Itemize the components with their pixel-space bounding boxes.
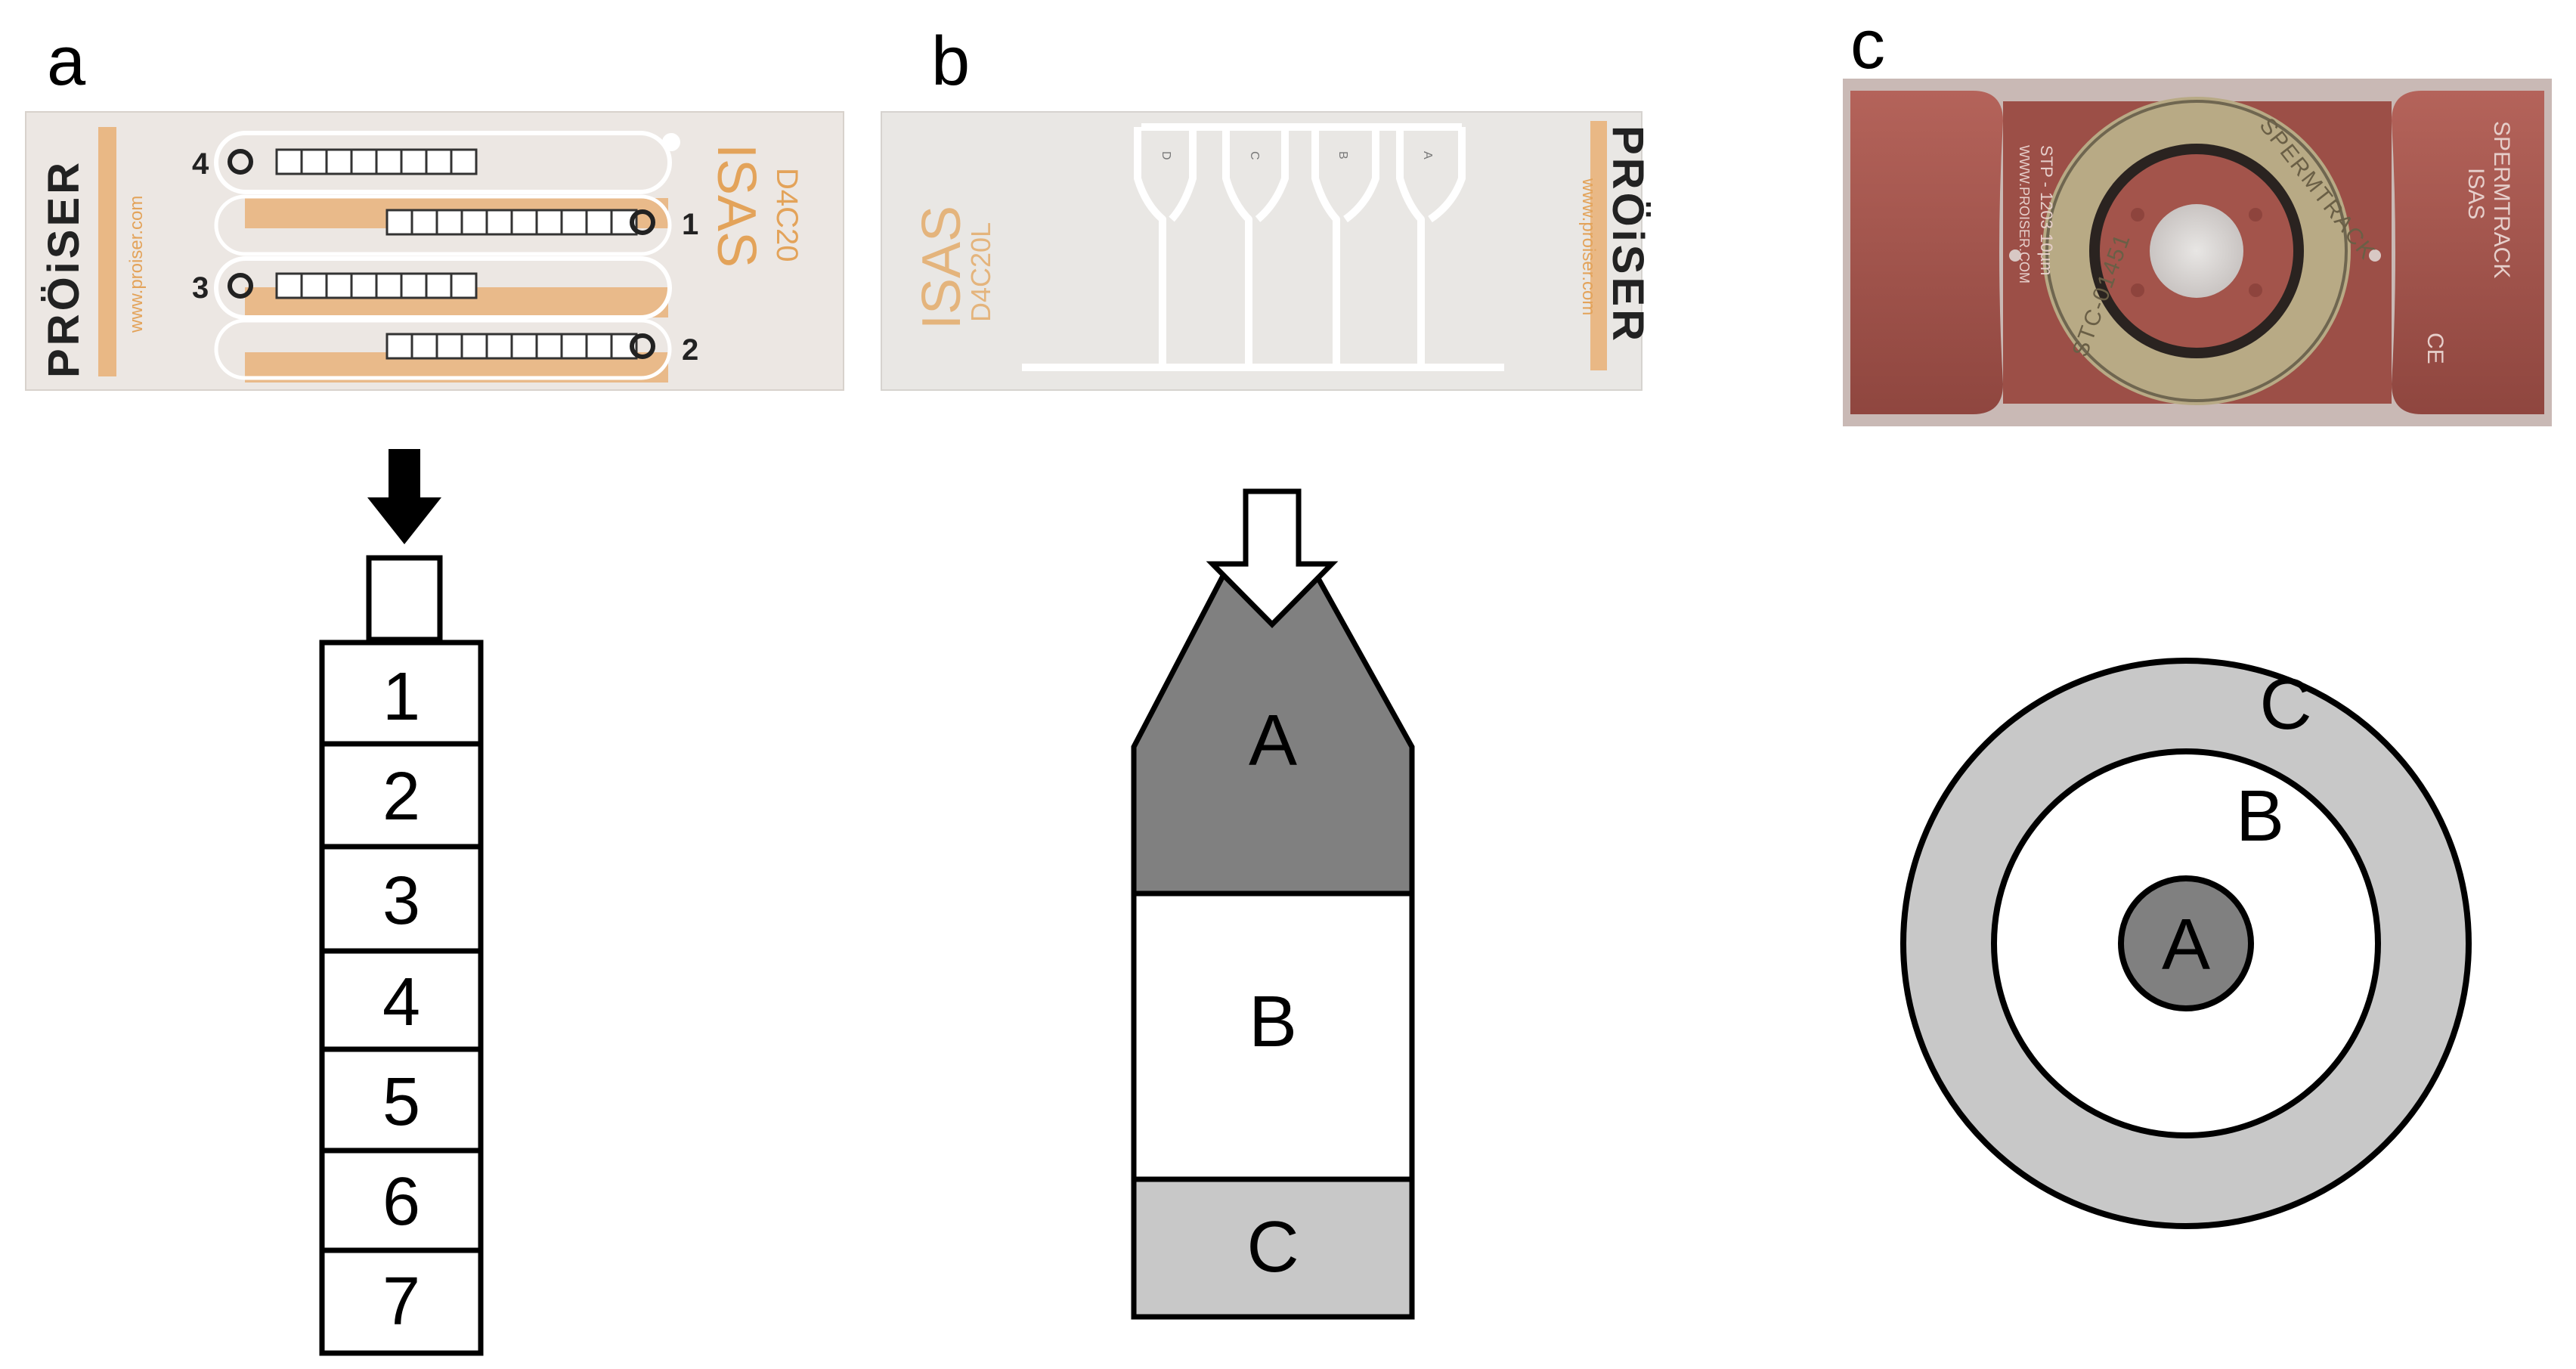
diagram-b-chamber: A B C xyxy=(1131,488,1415,1320)
diagram-a-loading-well xyxy=(366,555,443,643)
diagram-c-zone-a xyxy=(2118,875,2254,1011)
diagram-a-cell-2: 2 xyxy=(382,759,420,835)
diagram-b-zone-c xyxy=(1131,1176,1415,1320)
photo-a-channel-1: 1 xyxy=(682,208,698,241)
photo-a-url: www.proiser.com xyxy=(126,196,147,333)
photo-c-side-right-1: SPERMTRACK xyxy=(2489,121,2514,278)
photo-b-product: ISAS xyxy=(912,206,972,330)
panel-label-a: a xyxy=(47,23,86,100)
photo-slide-d4c20: 4 1 3 2 PRÖiSER www.proiser.com ISAS D4C… xyxy=(25,111,844,391)
diagram-a-cell-3: 3 xyxy=(382,863,420,939)
arrow-down-outline-icon xyxy=(1206,488,1339,628)
photo-slide-d4c20l: D C B A ISAS D4C20L PRÖiSER www.proiser.… xyxy=(881,111,1652,391)
photo-b-brand: PRÖiSER xyxy=(1603,125,1652,344)
diagram-a-chamber: 1 2 3 4 5 6 7 xyxy=(319,449,484,1356)
photo-c-side-url: WWW.PROISER.COM xyxy=(2017,145,2032,283)
photo-a-channel-4: 4 xyxy=(192,147,209,181)
diagram-a-cell-6: 6 xyxy=(382,1164,420,1240)
diagram-b-label-a: A xyxy=(1249,700,1297,781)
diagram-a-cell-4: 4 xyxy=(382,965,420,1040)
panel-label-b: b xyxy=(931,23,970,100)
photo-b-channel-c: C xyxy=(1248,151,1261,160)
photo-b-channel-a: A xyxy=(1421,151,1434,160)
diagram-a-cell-1: 1 xyxy=(382,659,420,735)
photo-a-model: D4C20 xyxy=(770,168,803,262)
photo-c-side-right-2: ISAS xyxy=(2463,168,2488,219)
photo-a-brand: PRÖiSER xyxy=(39,160,88,378)
diagram-c-chamber: A B C xyxy=(1900,658,2472,1229)
photo-a-channel-2: 2 xyxy=(682,333,698,367)
photo-c-side-left: STP - 1203 10µm xyxy=(2037,145,2056,275)
photo-c-ce: CE xyxy=(2423,333,2448,364)
diagram-c-label-b: B xyxy=(2236,776,2284,856)
photo-b-url: www.proiser.com xyxy=(1578,178,1599,315)
diagram-b-label-c: C xyxy=(1246,1206,1299,1287)
diagram-b-label-b: B xyxy=(1249,981,1297,1062)
diagram-a-cell-5: 5 xyxy=(382,1064,420,1140)
diagram-c-label-a: A xyxy=(2162,904,2210,985)
photo-a-product: ISAS xyxy=(706,144,766,268)
arrow-down-filled-icon xyxy=(367,449,441,544)
photo-b-channel-d: D xyxy=(1160,151,1172,160)
panel-label-c: c xyxy=(1850,6,1885,83)
diagram-c-label-c: C xyxy=(2259,664,2311,745)
photo-b-model: D4C20L xyxy=(965,222,996,322)
photo-b-channel-b: B xyxy=(1336,151,1349,160)
photo-spermtrack: SPERMTRACK STC-01451 STP - 1203 10µm WWW… xyxy=(1843,79,2552,426)
photo-a-channel-3: 3 xyxy=(192,271,209,305)
diagram-b-zone-b xyxy=(1131,890,1415,1182)
diagram-a-cell-7: 7 xyxy=(382,1264,420,1340)
